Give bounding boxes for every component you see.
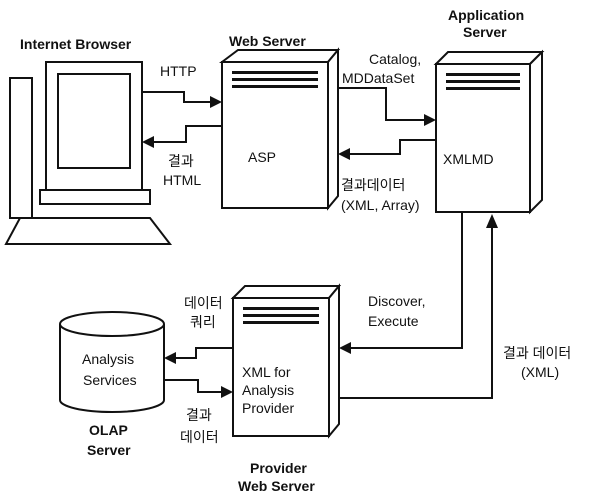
edge-line <box>164 379 223 393</box>
arrowhead <box>424 114 436 126</box>
edge-label-mddataset: MDDataSet <box>342 70 414 86</box>
edge-label-query: 쿼리 <box>190 314 216 330</box>
edge-line <box>338 87 426 121</box>
provider-inner-line3: Provider <box>242 400 294 416</box>
edge-label-data: 데이터 <box>184 295 223 311</box>
edge-app-to-web <box>338 139 436 160</box>
app-server-front <box>435 63 531 213</box>
edge-line <box>349 212 463 349</box>
edge-line <box>339 226 493 399</box>
edge-label-catalog: Catalog, <box>369 51 421 67</box>
web-server-box <box>219 47 341 211</box>
provider-server-slot <box>243 321 319 324</box>
web-server-title: Web Server <box>229 33 306 49</box>
olap-inner-line2: Services <box>83 372 137 388</box>
edge-label-result: 결과 <box>168 153 194 169</box>
arrowhead <box>142 136 154 148</box>
edge-label-xml: (XML) <box>521 364 559 380</box>
edge-label-result-2: 결과 <box>186 407 212 423</box>
provider-inner-line2: Analysis <box>242 382 294 398</box>
web-server-slot <box>232 85 318 88</box>
app-server-top <box>433 51 545 65</box>
provider-server-box <box>230 283 342 439</box>
edge-line <box>174 347 233 359</box>
app-server-slot <box>446 87 520 90</box>
edge-label-result-data: 결과데이터 <box>341 177 405 193</box>
edge-label-result-data-2: 결과 데이터 <box>503 345 571 361</box>
browser-base <box>39 189 151 205</box>
edge-line <box>142 91 212 103</box>
olap-title-line2: Server <box>87 442 131 458</box>
arrowhead <box>338 148 350 160</box>
app-server-side <box>529 49 543 215</box>
edge-label-html: HTML <box>163 172 201 188</box>
provider-inner-line1: XML for <box>242 364 291 380</box>
provider-server-slot <box>243 314 319 317</box>
app-server-slot <box>446 80 520 83</box>
app-server-inner-label: XMLMD <box>443 151 494 167</box>
browser-computer <box>4 61 173 245</box>
provider-server-slot <box>243 307 319 310</box>
browser-keyboard <box>4 217 173 245</box>
app-server-title-line2: Server <box>463 24 507 40</box>
browser-tower-left <box>9 77 33 219</box>
provider-title-line2: Web Server <box>238 478 315 494</box>
edge-label-execute: Execute <box>368 313 419 329</box>
web-server-inner-label: ASP <box>248 149 276 165</box>
arrowhead <box>486 214 498 228</box>
web-server-front <box>221 61 329 209</box>
edge-web-to-app <box>338 87 436 126</box>
app-server-title-line1: Application <box>448 7 524 23</box>
edge-label-http: HTTP <box>160 63 197 79</box>
olap-cylinder-body <box>59 324 165 413</box>
app-server-slot <box>446 73 520 76</box>
edge-label-xml-array: (XML, Array) <box>341 197 420 213</box>
edge-provider-to-olap <box>164 347 233 364</box>
arrowhead <box>210 96 222 108</box>
provider-title-line1: Provider <box>250 460 307 476</box>
edge-provider-to-app <box>339 214 498 399</box>
olap-database-icon <box>59 311 165 413</box>
edge-label-discover: Discover, <box>368 293 426 309</box>
arrowhead <box>339 342 351 354</box>
arrowhead <box>164 352 176 364</box>
app-server-box <box>433 49 545 215</box>
web-server-side <box>327 47 339 211</box>
browser-screen <box>57 73 131 169</box>
web-server-slot <box>232 78 318 81</box>
edge-label-data-2: 데이터 <box>180 429 219 445</box>
edge-olap-to-provider <box>164 379 233 398</box>
provider-server-top <box>230 285 342 299</box>
web-server-top <box>219 49 341 63</box>
edge-web-to-browser <box>142 125 222 148</box>
edge-line <box>348 139 436 155</box>
provider-server-side <box>328 283 340 439</box>
browser-title: Internet Browser <box>20 36 132 52</box>
edge-app-to-provider <box>339 212 463 354</box>
edge-line <box>152 125 222 143</box>
edge-browser-to-web <box>142 91 222 108</box>
olap-inner-line1: Analysis <box>82 351 134 367</box>
arrowhead <box>221 386 233 398</box>
olap-cylinder-top <box>59 311 165 337</box>
olap-title-line1: OLAP <box>89 422 128 438</box>
web-server-slot <box>232 71 318 74</box>
